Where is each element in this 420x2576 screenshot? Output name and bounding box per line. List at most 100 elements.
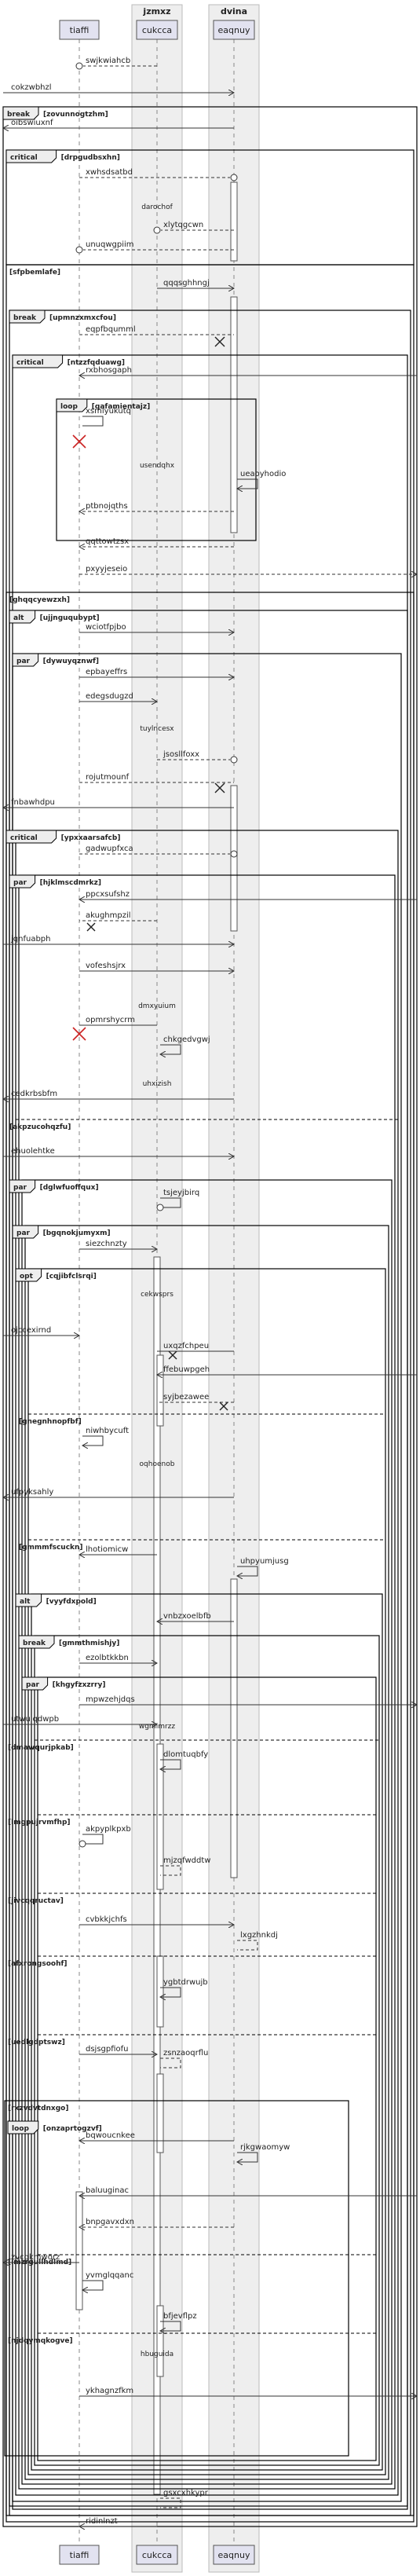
lost-mark (86, 922, 96, 932)
message-label: zsnzaoqrflu (163, 2049, 208, 2058)
message-label: ygbtdrwujb (163, 1978, 208, 1987)
message-arrow (160, 2321, 181, 2331)
message-arrow (160, 1865, 181, 1876)
fragment-guard: [ujjnguqubypt] (40, 614, 100, 622)
destroy-marks (72, 434, 86, 1041)
message-arrow (160, 1759, 181, 1769)
message: jqnfuabph (3, 935, 234, 944)
separator-label: cekwsprs (141, 1291, 173, 1299)
message-label: dlomtuqbfy (163, 1750, 208, 1759)
fragment-tag: par (13, 1184, 27, 1192)
activation-bar (156, 2305, 164, 2377)
activation-bar (230, 785, 238, 932)
participant-box-cukcca (136, 20, 178, 40)
fragment-tag-tab (5, 149, 57, 163)
message-label: uxqzfchpeu (163, 1342, 209, 1350)
message: eqpfbqumml (79, 325, 234, 335)
message-label: dsjsgpfiofu (86, 2045, 129, 2054)
lost-marks (86, 336, 228, 1411)
message-label: lhotiomicw (86, 1545, 128, 1554)
message-label: cvbkkjchfs (86, 1915, 127, 1924)
message: baluuginac (79, 2186, 417, 2196)
message-label: yvmglqqanc (86, 2271, 133, 2280)
separator-label: oqhoenob (140, 1460, 175, 1468)
message: jsosllfoxx (157, 750, 238, 764)
lost-mark (219, 1402, 228, 1411)
message-circle-end (153, 226, 161, 234)
fragment-tag: loop (60, 403, 78, 411)
message-arrow (82, 2280, 104, 2290)
message: fnbawhdpu (3, 798, 234, 808)
message-circle-end (75, 246, 83, 254)
fragment-frame (15, 830, 399, 2496)
separator-label: tuylncesx (140, 725, 174, 733)
message-arrow (160, 2058, 181, 2068)
message-arrow (237, 2152, 258, 2162)
message: dsjsgpfiofu (79, 2045, 157, 2054)
message: ezolbtkkbn (79, 1654, 157, 1663)
fragment-frame (2, 106, 418, 2527)
message-label: ezolbtkkbn (86, 1654, 129, 1662)
message-label: tsjeyjbirq (163, 1189, 199, 1197)
message-label: xlytqgcwn (163, 221, 203, 229)
message: siezchnzty (79, 1240, 157, 1249)
message-label: zvcgkmworz (11, 2253, 60, 2262)
message: cokzwbhzl (3, 83, 234, 93)
fragment-tag-tab (21, 1676, 49, 1691)
message: opmrshycrm (79, 1016, 157, 1026)
message-label: oibswiuxnf (11, 119, 53, 127)
message-arrow (160, 1197, 181, 1208)
fragment-guard: [ypxxaarsafcb] (61, 834, 121, 842)
participant-label: cukcca (142, 2550, 172, 2560)
message-label: jsosllfoxx (163, 750, 199, 759)
message-label: jqnfuabph (10, 935, 50, 944)
message: unuqwgpiim (75, 240, 234, 254)
fragment-tag: par (13, 879, 27, 887)
message: bfjevflpz (160, 2312, 197, 2331)
fragment-tag: critical (10, 154, 38, 162)
participant-box-eaqnuy (213, 2545, 255, 2565)
participant-box-tiaffi (59, 20, 100, 40)
fragment-tag: par (16, 1229, 31, 1237)
fragment-tag-tab (5, 830, 57, 844)
fragment-guard: [njdqymqkogve] (8, 2337, 73, 2345)
fragment-guard: [bgqnokjumyxm] (43, 1229, 111, 1237)
separator-label: darochof (141, 203, 173, 211)
message-label: qqqsghhngj (163, 279, 210, 288)
fragment-guard: [khgyfzxzrry] (53, 1681, 106, 1689)
message-label: vofeshsjrx (86, 962, 126, 970)
lost-mark (214, 782, 225, 793)
message-label: xsmlyukutq (86, 407, 131, 416)
message-label: lxgzhnkdj (240, 1931, 278, 1940)
separator-label: uhxizish (143, 1080, 172, 1088)
fragment-tag-tab (18, 1635, 55, 1649)
fragment-tag-tab (2, 106, 39, 120)
message-label: ehuolehtke (11, 1147, 55, 1156)
message-label: bfjevflpz (163, 2312, 197, 2321)
message-label: eqpfbqumml (86, 325, 136, 334)
fragment-tag-tab (9, 1179, 36, 1193)
activations (75, 181, 238, 2495)
message-label: syjbezawee (163, 1393, 209, 1402)
fragment-labels: break[zovunnogtzhm]critical[drpgudbsxhn]… (2, 106, 150, 2345)
message: vofeshsjrx (79, 962, 234, 971)
message-circle-end (79, 1840, 86, 1848)
fragment-frame (21, 1179, 393, 2485)
message: vnbzxoelbfb (157, 1612, 234, 1621)
message: ufpyksahly (3, 1488, 234, 1497)
message-label: rojutmounf (86, 773, 130, 782)
fragment-tag: critical (10, 834, 38, 842)
message-label: uhpyumjusg (240, 1557, 289, 1566)
message: rojutmounf (79, 773, 234, 783)
fragment-frame (27, 1268, 386, 2475)
message: bnpgavxdxn (79, 2218, 234, 2227)
participant-label: eaqnuy (218, 2550, 250, 2560)
message-arrow (160, 2497, 181, 2508)
message-arrow (82, 1834, 104, 1845)
message-label: unuqwgpiim (86, 240, 134, 249)
message-label: qqttowtzsx (86, 537, 129, 546)
message-label: edegsdugzd (86, 692, 133, 701)
message-label: ppcxsufshz (86, 890, 130, 899)
message-label: baluuginac (86, 2186, 129, 2195)
message: dlomtuqbfy (160, 1750, 208, 1769)
